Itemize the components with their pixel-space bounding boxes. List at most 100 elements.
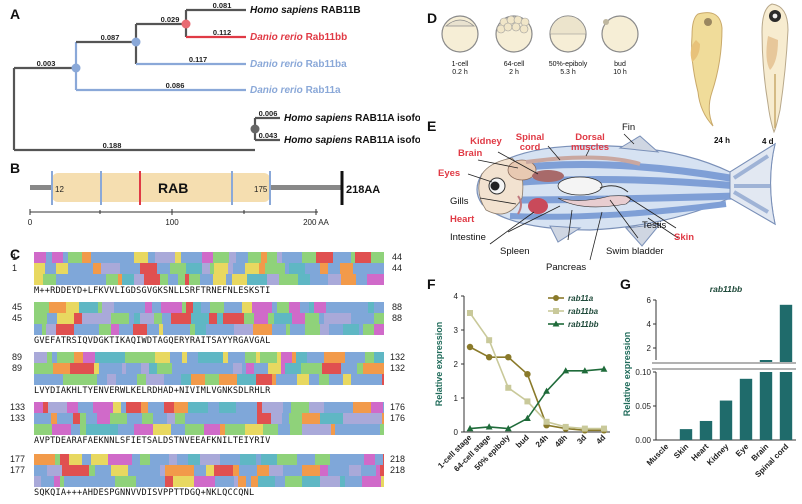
fish-pupil — [490, 181, 500, 191]
x-tick-label: 3d — [575, 433, 588, 446]
consensus-sequence: AVPTDEARAFAEKNNLSFIETSALDSTNVEEAFKNILTEI… — [34, 436, 271, 446]
position-number: 1 — [12, 263, 18, 273]
alignment-color-bar — [34, 274, 384, 285]
stage-time: 5.3 h — [560, 69, 576, 76]
tree-node — [131, 37, 141, 47]
alignment-color-bar — [34, 363, 384, 374]
bar — [739, 378, 753, 440]
larva-4d — [761, 3, 789, 134]
tree-node — [71, 63, 81, 73]
data-point-rab11ba — [543, 418, 550, 425]
position-number: 177 — [10, 465, 26, 475]
legend-marker — [553, 308, 559, 314]
position-number: 1 — [12, 252, 18, 262]
stage-time: 24 h — [714, 136, 730, 145]
position-number: 132 — [390, 352, 406, 362]
organ-label-swim-bladder: Swim bladder — [606, 246, 664, 257]
stage-name: 64-cell — [504, 61, 525, 68]
branch-length: 0.003 — [37, 59, 56, 68]
taxon-label: Danio rerio Rab11ba — [250, 59, 347, 70]
chart-title: rab11bb — [710, 284, 742, 294]
taxon-label: Danio rerio Rab11a — [250, 85, 341, 96]
branch-length: 0.112 — [213, 28, 231, 37]
legend-label: rab11ba — [568, 307, 599, 316]
x-tick-label: 48h — [553, 433, 569, 449]
branch-length: 0.087 — [101, 33, 120, 42]
position-number: 218 — [390, 454, 406, 464]
x-tick-label: bud — [514, 433, 531, 450]
alignment-color-bar — [34, 324, 384, 335]
intestine-organ — [557, 195, 631, 208]
organ-label-brain: Brain — [458, 148, 482, 159]
x-tick-label: 4d — [594, 433, 607, 446]
data-point-rab11ba — [562, 423, 569, 430]
data-point-rab11bb — [466, 425, 474, 432]
consensus-sequence: GVEFATRSIQVDGKTIKAQIWDTAGQERYRAITSAYYRGA… — [34, 336, 271, 346]
x-tick-label: Eye — [734, 442, 751, 459]
swim-bladder-organ — [557, 176, 603, 196]
x-tick-label: 24h — [534, 433, 550, 449]
brain-organ — [507, 159, 537, 181]
consensus-sequence: LVYDIAKHLTYENVERWLKELRDHAD+NIVIMLVGNKSDL… — [34, 386, 271, 396]
x-tick-label: Skin — [672, 442, 690, 460]
position-number: 132 — [390, 363, 406, 373]
organ-label-kidney: Kidney — [470, 136, 502, 147]
domain-end: 175 — [254, 185, 268, 194]
branch-length: 0.029 — [161, 15, 180, 24]
y-tick-label: 0 — [454, 428, 459, 437]
alignment-color-bar — [34, 424, 384, 435]
data-point-rab11ba — [524, 398, 531, 405]
data-point-rab11bb — [543, 387, 550, 394]
organ-label-spleen: Spleen — [500, 246, 530, 257]
organ-label-testis: Testis — [642, 220, 667, 231]
panel-label-a: A — [10, 6, 21, 22]
data-point-rab11ba — [505, 384, 512, 391]
branch-length: 0.006 — [259, 109, 278, 118]
bar — [779, 372, 793, 440]
data-point-rab11bb — [562, 367, 570, 374]
consensus-sequence: SQKQIA+++AHDESPGNNVVDISVPPTTDGQ+NKLQCCQN… — [34, 488, 255, 498]
axis-tick: 200 AA — [303, 218, 329, 227]
embryo-64-cell — [495, 15, 533, 53]
stage-time: 2 h — [509, 69, 519, 76]
organ-label-intestine: Intestine — [450, 232, 486, 243]
bar-upper — [759, 360, 773, 362]
data-point-rab11bb — [524, 414, 531, 421]
y-tick-label: 6 — [647, 296, 652, 305]
data-point-rab11a — [466, 343, 474, 351]
data-point-rab11a — [485, 354, 493, 361]
bar — [699, 420, 713, 440]
gills-organ — [517, 195, 522, 215]
branch-length: 0.043 — [259, 131, 278, 140]
embryo-bud — [601, 15, 639, 53]
alignment-color-bar — [34, 352, 384, 363]
stage-name: 50%-epiboly — [549, 61, 588, 68]
alignment-color-bar — [34, 263, 384, 274]
consensus-sequence: M++RDDEYD+LFKVVLIGDSGVGKSNLLSRFTRNEFNLES… — [34, 286, 271, 296]
domain-name: RAB — [158, 180, 188, 196]
stage-name: 1-cell — [452, 61, 469, 68]
bar — [679, 429, 693, 440]
alignment-color-bar — [34, 413, 384, 424]
tree-node — [181, 19, 191, 29]
stage-time: 10 h — [613, 69, 627, 76]
data-point-rab11ba — [601, 425, 607, 432]
legend-marker — [553, 295, 559, 301]
embryo-1-cell — [441, 15, 479, 53]
taxon-label: Homo sapiens RAB11A isoform 2 — [284, 135, 420, 146]
panel-label-f: F — [427, 276, 436, 292]
position-number: 218 — [390, 465, 406, 475]
data-point-rab11a — [505, 354, 512, 361]
organ-label-heart: Heart — [450, 214, 475, 225]
y-axis-label: Relative expression — [622, 332, 632, 417]
kidney-organ — [532, 170, 564, 182]
alignment-color-bar — [34, 476, 384, 487]
alignment-color-bar — [34, 465, 384, 476]
axis-tick: 100 — [165, 218, 179, 227]
organ-label-gills: Gills — [450, 196, 469, 207]
phylogenetic-tree: 0.081 0.112 0.029 0.117 0.087 0.086 0.00… — [12, 1, 420, 152]
branch-length: 0.086 — [166, 81, 185, 90]
